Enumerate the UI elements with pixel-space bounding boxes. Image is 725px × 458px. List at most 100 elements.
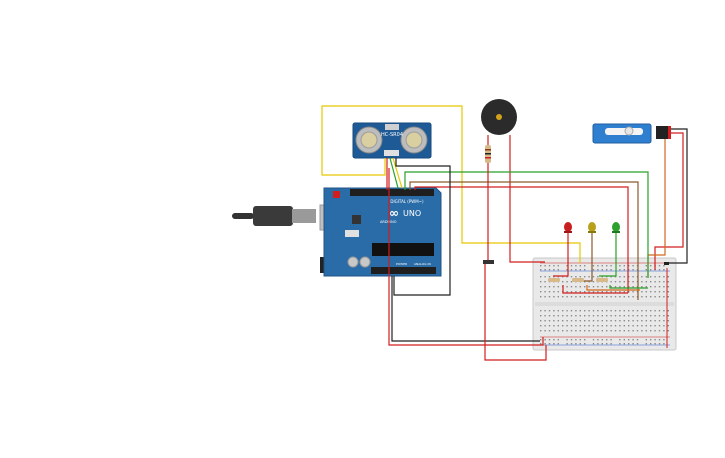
breadboard-hole [601, 291, 603, 293]
breadboard-hole [588, 281, 590, 283]
breadboard-hole [588, 320, 590, 322]
breadboard-hole [548, 296, 551, 298]
breadboard-hole [592, 286, 595, 288]
resistor-led-1[interactable] [548, 278, 560, 282]
wire-red-5v[interactable] [388, 168, 544, 346]
breadboard-hole [663, 320, 665, 322]
resistor-led-2[interactable] [572, 278, 584, 282]
breadboard-hole [592, 281, 595, 283]
breadboard-hole [562, 320, 564, 322]
breadboard-hole [650, 265, 652, 267]
breadboard-hole [575, 276, 577, 278]
breadboard-hole [570, 339, 573, 341]
wire-black-servo[interactable] [668, 128, 688, 264]
breadboard-hole [641, 281, 643, 283]
breadboard-hole [650, 320, 652, 322]
wire-red-led[interactable] [414, 186, 629, 293]
led-red[interactable] [564, 222, 572, 233]
breadboard-hole [566, 339, 568, 341]
usb-chip [352, 215, 361, 224]
breadboard-hole [544, 343, 546, 345]
breadboard-hole [544, 291, 546, 293]
breadboard-hole [623, 281, 625, 283]
wire-black-rail[interactable] [391, 276, 540, 342]
resistor-buzzer[interactable] [485, 145, 491, 163]
breadboard-hole [606, 315, 608, 317]
breadboard-hole [579, 269, 581, 271]
breadboard-hole [557, 296, 559, 298]
wire-red-buzzer-return[interactable] [484, 262, 547, 361]
digital-header [350, 189, 434, 196]
breadboard-hole [557, 269, 559, 271]
breadboard-hole [584, 310, 586, 312]
breadboard-hole [667, 296, 669, 298]
breadboard-hole [566, 330, 568, 332]
breadboard-hole [663, 315, 665, 317]
wire-red-servo[interactable] [654, 132, 684, 270]
usb-cable[interactable] [232, 206, 316, 226]
breadboard-hole [540, 330, 542, 332]
breadboard-hole [663, 330, 665, 332]
breadboard[interactable] [532, 257, 677, 351]
breadboard-hole [654, 310, 656, 312]
power-label: POWER [396, 262, 407, 266]
breadboard-hole [667, 291, 669, 293]
breadboard-hole [557, 325, 559, 327]
breadboard-hole [597, 286, 599, 288]
wire-yellow-trig[interactable] [321, 105, 581, 263]
breadboard-hole [570, 330, 573, 332]
breadboard-hole [610, 276, 612, 278]
breadboard-hole [592, 343, 595, 345]
breadboard-hole [566, 281, 568, 283]
breadboard-hole [610, 315, 612, 317]
arduino-uno[interactable]: DIGITAL (PWM~) ∞ UNO ARDUINO POWER ANALO… [319, 187, 442, 277]
ultrasonic-sensor[interactable]: HC-SR04 [352, 122, 432, 159]
breadboard-hole [650, 269, 652, 271]
breadboard-hole [628, 325, 630, 327]
led-green[interactable] [612, 222, 620, 233]
breadboard-hole [588, 315, 590, 317]
breadboard-hole [570, 296, 573, 298]
breadboard-hole [606, 343, 608, 345]
ultrasonic-pins [384, 150, 399, 156]
breadboard-hole [540, 265, 542, 267]
breadboard-hole [570, 320, 573, 322]
breadboard-hole [658, 339, 661, 341]
breadboard-hole [544, 320, 546, 322]
breadboard-hole [614, 286, 617, 288]
breadboard-hole [575, 269, 577, 271]
breadboard-hole [623, 325, 625, 327]
wire-green-1[interactable] [404, 171, 649, 278]
servo-horn [605, 128, 643, 135]
wire-black-gnd[interactable] [393, 158, 451, 296]
wire-red-buzzer[interactable] [509, 135, 545, 263]
breadboard-hole [628, 286, 630, 288]
wire-orange-servo[interactable] [647, 139, 666, 278]
breadboard-hole [623, 291, 625, 293]
wire-brown-1[interactable] [409, 181, 639, 300]
analog-label: ANALOG IN [414, 262, 431, 266]
reset-button[interactable] [333, 191, 340, 198]
breadboard-hole [540, 291, 542, 293]
breadboard-hole [619, 315, 621, 317]
servo-motor[interactable] [592, 123, 671, 144]
piezo-buzzer[interactable] [481, 99, 517, 135]
breadboard-hole [610, 286, 612, 288]
breadboard-hole [645, 343, 647, 345]
breadboard-hole [570, 315, 573, 317]
breadboard-hole [623, 339, 625, 341]
breadboard-hole [575, 315, 577, 317]
led-yellow[interactable] [588, 222, 596, 233]
breadboard-hole [663, 265, 665, 267]
resistor-led-3[interactable] [596, 278, 608, 282]
breadboard-hole [575, 320, 577, 322]
breadboard-hole [601, 276, 603, 278]
breadboard-hole [544, 315, 546, 317]
breadboard-hole [663, 296, 665, 298]
breadboard-hole [667, 286, 669, 288]
breadboard-hole [663, 325, 665, 327]
breadboard-hole [654, 325, 656, 327]
breadboard-hole [632, 276, 634, 278]
breadboard-hole [636, 315, 639, 317]
